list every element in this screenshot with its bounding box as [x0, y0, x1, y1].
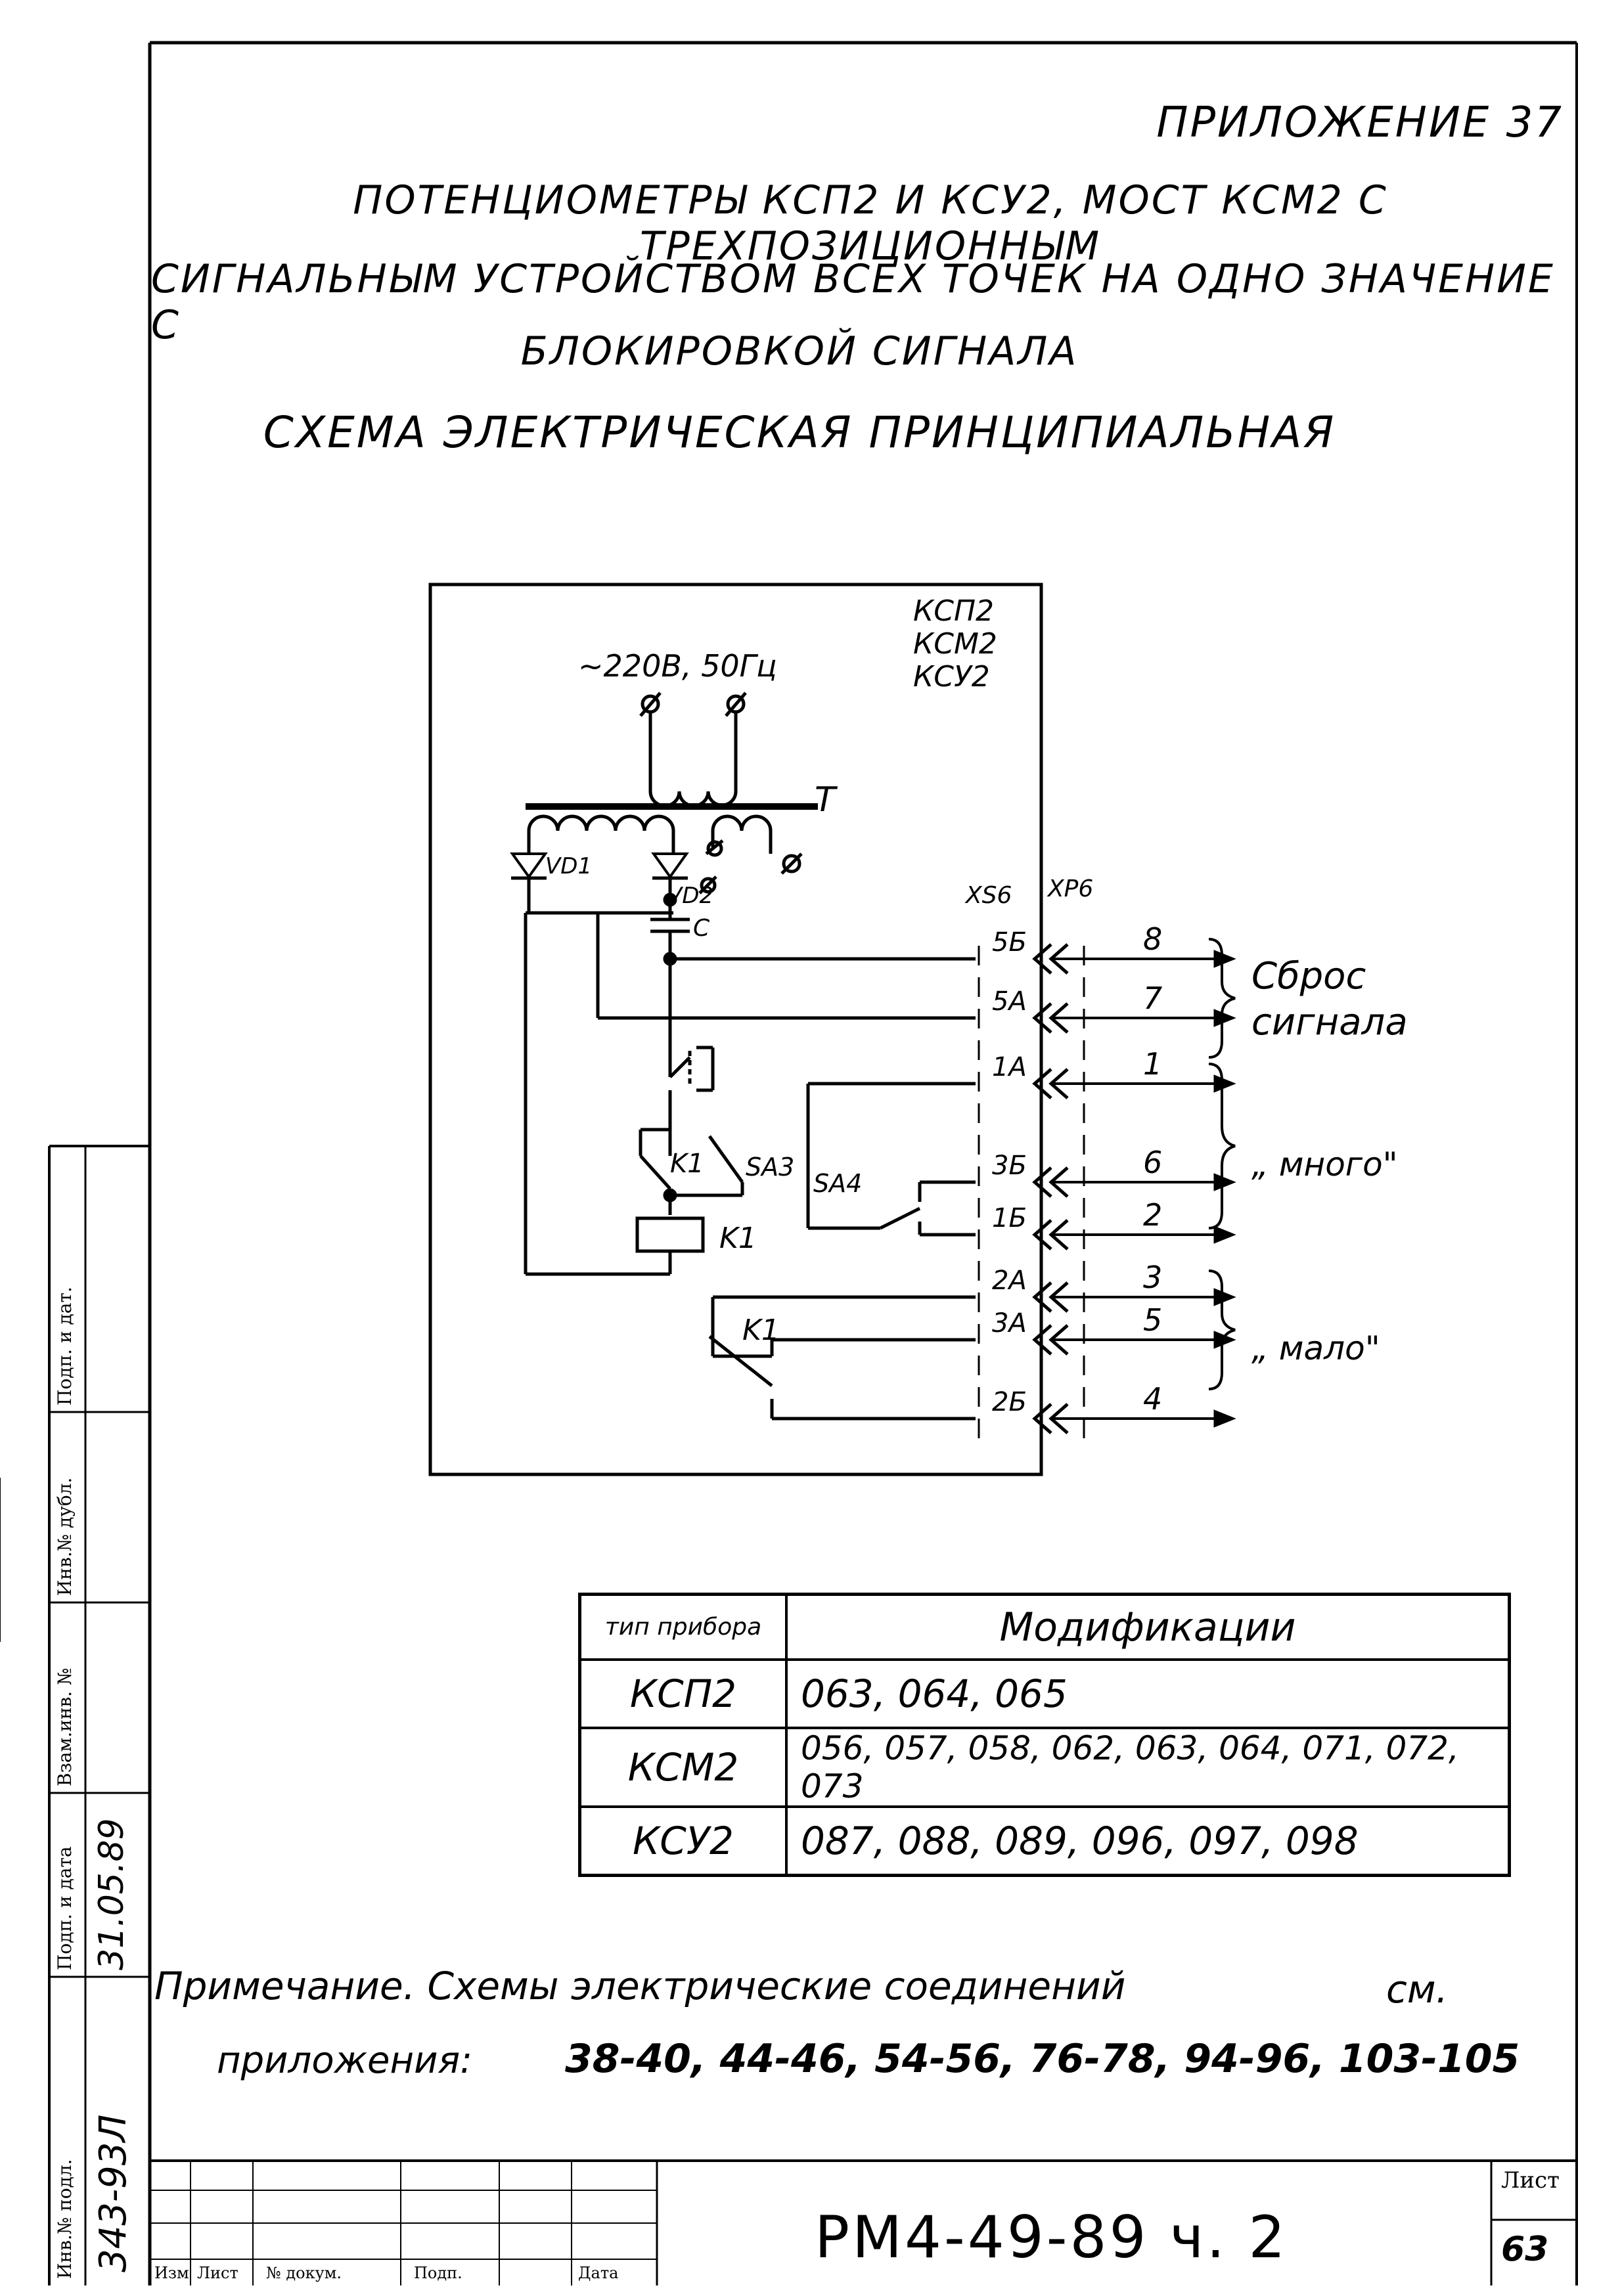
wire-number: 6 — [1143, 1145, 1162, 1180]
note-line-2-label: приложения: — [217, 2039, 473, 2082]
connector-row — [1032, 1281, 1236, 1313]
wire-number: 4 — [1143, 1381, 1162, 1417]
wire-number: 3 — [1143, 1260, 1162, 1295]
pin-label: 3Б — [992, 1151, 1027, 1181]
stamp-inv-dup: Инв.№ дубл. — [54, 1477, 76, 1596]
device-label-ksu2: КСУ2 — [913, 660, 990, 694]
table-row: КСМ2 056, 057, 058, 062, 063, 064, 071, … — [578, 1727, 1511, 1808]
device-label-ksp2: КСП2 — [913, 594, 994, 628]
pin-label: 2Б — [992, 1387, 1027, 1417]
table-row: КСУ2 087, 088, 089, 096, 097, 098 — [578, 1805, 1511, 1877]
tb-col-docnum: № докум. — [266, 2264, 342, 2282]
connector-row — [1032, 1166, 1236, 1198]
sheet-label: Лист — [1501, 2167, 1560, 2194]
document-code: РМ4-49-89 ч. 2 — [815, 2203, 1288, 2271]
row-type: КСУ2 — [578, 1805, 788, 1877]
connector-row — [1032, 1219, 1236, 1250]
connector-row — [1032, 1324, 1236, 1356]
stamp-sign-date-2: Подп. и дат. — [54, 1287, 76, 1405]
device-enclosure — [428, 583, 1043, 1476]
relay-contact-2-label: K1 — [742, 1314, 780, 1347]
transformer-label: T — [815, 780, 838, 820]
modifications-table: тип прибора Модификации КСП2 063, 064, 0… — [578, 1593, 1511, 1877]
subtitle: СХЕМА ЭЛЕКТРИЧЕСКАЯ ПРИНЦИПИАЛЬНАЯ — [263, 407, 1336, 458]
capacitor-label: C — [693, 915, 710, 942]
row-mods: 087, 088, 089, 096, 097, 098 — [785, 1805, 1511, 1877]
wire-number: 1 — [1143, 1046, 1162, 1082]
wire-number: 5 — [1143, 1302, 1162, 1338]
socket-xs6-label: XS6 — [964, 882, 1012, 909]
diode-vd1-label: VD1 — [545, 853, 592, 879]
row-type: КСП2 — [578, 1658, 788, 1729]
signature-date: 31.05.89 — [92, 1818, 131, 1970]
pin-label: 3А — [992, 1308, 1027, 1338]
plug-xp6-label: XP6 — [1047, 875, 1093, 902]
table-row: КСП2 063, 064, 065 — [578, 1658, 1511, 1729]
title-line-2: СИГНАЛЬНЫМ УСТРОЙСТВОМ ВСЕХ ТОЧЕК НА ОДН… — [151, 256, 1555, 348]
group-few-label: „ мало" — [1251, 1329, 1380, 1367]
device-label-ksm2: КСМ2 — [913, 627, 997, 661]
tb-col-sign: Подп. — [414, 2264, 462, 2282]
pin-label: 5Б — [992, 927, 1027, 958]
sheet-number: 63 — [1501, 2230, 1549, 2269]
appendix-label: ПРИЛОЖЕНИЕ 37 — [1156, 99, 1564, 147]
connector-row — [1032, 1403, 1236, 1434]
wire-number: 2 — [1143, 1197, 1162, 1233]
stamp-sign-date: Подп. и дата — [54, 1846, 76, 1970]
group-many-label: „ много" — [1251, 1145, 1398, 1183]
connector-row — [1032, 1002, 1236, 1034]
row-mods: 056, 057, 058, 062, 063, 064, 071, 072, … — [785, 1727, 1511, 1808]
title-line-3: БЛОКИРОВКОЙ СИГНАЛА — [520, 328, 1079, 374]
title-line-1: ПОТЕНЦИОМЕТРЫ КСП2 И КСУ2, МОСТ КСМ2 С Т… — [353, 177, 1388, 269]
tb-col-sheet: Лист — [197, 2264, 238, 2282]
tb-col-date: Дата — [578, 2264, 619, 2282]
inventory-number: 343-93Л — [92, 2114, 135, 2272]
note-references: 38-40, 44-46, 54-56, 76-78, 94-96, 103-1… — [565, 2036, 1520, 2082]
group-reset-line1: Сброс — [1251, 955, 1366, 998]
switch-sa4-label: SA4 — [813, 1169, 862, 1198]
wire-number: 8 — [1143, 921, 1162, 957]
stamp-inv-orig: Инв.№ подл. — [54, 2159, 76, 2279]
pin-label: 1Б — [992, 1203, 1027, 1233]
pin-label: 5А — [992, 986, 1027, 1017]
group-reset-line2: сигнала — [1251, 1001, 1408, 1044]
pin-label: 1А — [992, 1052, 1027, 1082]
row-mods: 063, 064, 065 — [785, 1658, 1511, 1729]
stamp-replace-inv: Взам.инв. № — [54, 1667, 76, 1786]
note-line-1-end: см. — [1386, 1967, 1449, 2012]
wire-number: 7 — [1143, 981, 1162, 1016]
connector-row — [1032, 1068, 1236, 1099]
header-type: тип прибора — [578, 1593, 788, 1661]
header-mods: Модификации — [785, 1593, 1511, 1661]
tb-col-rev: Изм — [154, 2264, 189, 2282]
relay-coil-label: K1 — [719, 1222, 757, 1255]
diode-vd2-label: VD2 — [667, 883, 713, 909]
table-header-row: тип прибора Модификации — [578, 1593, 1511, 1661]
row-type: КСМ2 — [578, 1727, 788, 1808]
note-line-1: Примечание. Схемы электрические соединен… — [154, 1964, 1126, 2008]
relay-contact-label: K1 — [670, 1149, 704, 1179]
pin-label: 2А — [992, 1266, 1027, 1296]
switch-sa3-label: SA3 — [746, 1153, 794, 1181]
connector-row — [1032, 943, 1236, 975]
supply-label: ~220В, 50Гц — [578, 648, 777, 684]
